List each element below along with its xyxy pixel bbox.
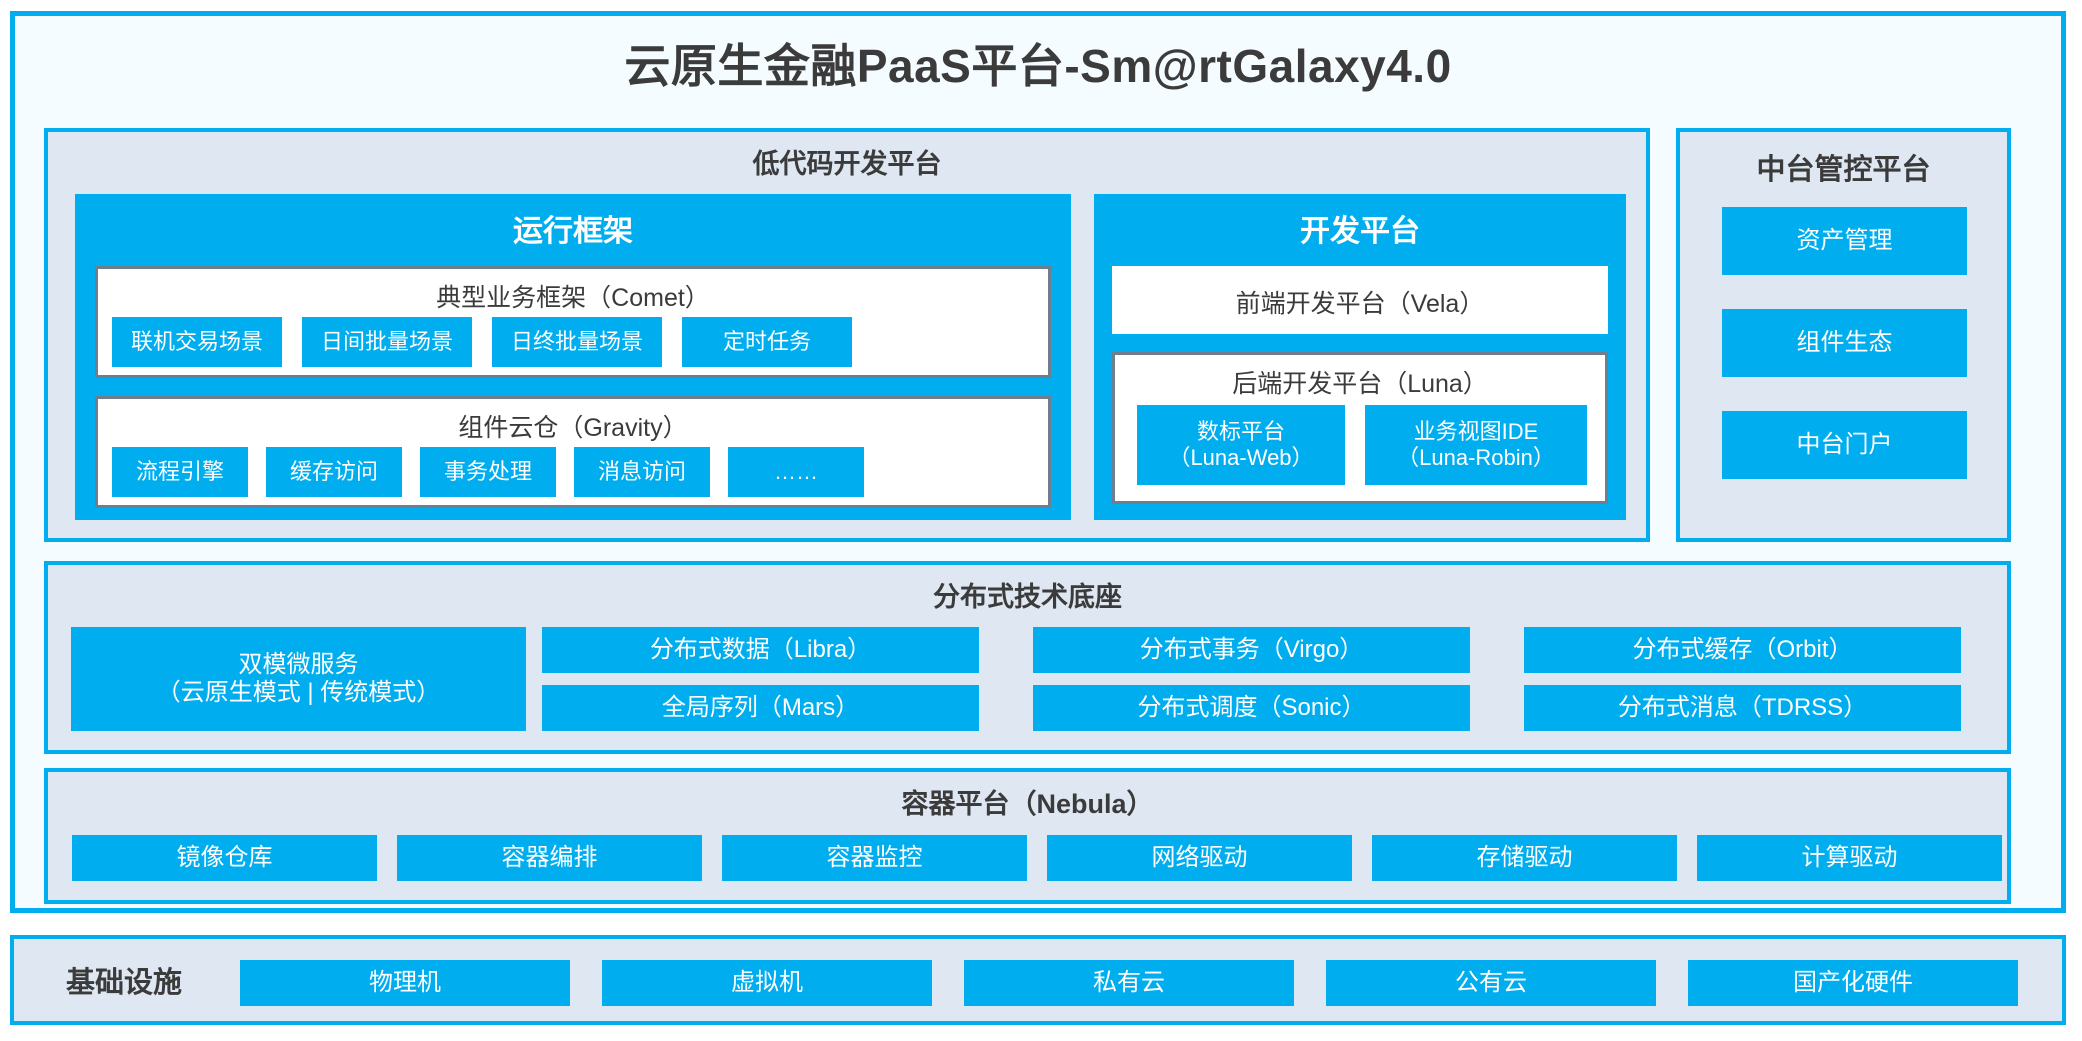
chip-virtual-machine[interactable]: 虚拟机 — [602, 960, 932, 1006]
chip-gravity-more[interactable]: …… — [728, 447, 864, 497]
card-comet: 典型业务框架（Comet） 联机交易场景 日间批量场景 日终批量场景 定时任务 — [95, 266, 1051, 378]
panel-lowcode-platform: 低代码开发平台 运行框架 典型业务框架（Comet） 联机交易场景 日间批量场景… — [44, 128, 1650, 542]
chip-comet-eod-batch[interactable]: 日终批量场景 — [492, 317, 662, 367]
chip-component-ecosystem[interactable]: 组件生态 — [1722, 309, 1967, 377]
card-vela: 前端开发平台（Vela） — [1112, 266, 1608, 334]
chip-dual-mode-microservice-line2: （云原生模式 | 传统模式） — [156, 679, 441, 706]
panel-container-platform: 容器平台（Nebula） 镜像仓库 容器编排 容器监控 网络驱动 存储驱动 计算… — [44, 768, 2011, 904]
card-luna: 后端开发平台（Luna） 数标平台 （Luna-Web） 业务视图IDE （Lu… — [1112, 352, 1608, 504]
chip-storage-driver[interactable]: 存储驱动 — [1372, 835, 1677, 881]
chip-gravity-transaction[interactable]: 事务处理 — [420, 447, 556, 497]
chip-comet-scheduled-task[interactable]: 定时任务 — [682, 317, 852, 367]
group-runtime-framework-title: 运行框架 — [513, 215, 633, 248]
chip-distributed-transaction-virgo[interactable]: 分布式事务（Virgo） — [1033, 627, 1470, 673]
chip-gravity-cache-access[interactable]: 缓存访问 — [266, 447, 402, 497]
chip-luna-web-line1: 数标平台 — [1196, 419, 1285, 445]
chip-distributed-schedule-sonic[interactable]: 分布式调度（Sonic） — [1033, 685, 1470, 731]
group-dev-platform-title: 开发平台 — [1300, 215, 1420, 248]
chip-distributed-message-tdrss[interactable]: 分布式消息（TDRSS） — [1524, 685, 1961, 731]
chip-distributed-data-libra[interactable]: 分布式数据（Libra） — [542, 627, 979, 673]
chip-asset-management[interactable]: 资产管理 — [1722, 207, 1967, 275]
infrastructure-bar: 基础设施 物理机 虚拟机 私有云 公有云 国产化硬件 — [10, 935, 2066, 1025]
card-vela-title: 前端开发平台（Vela） — [1235, 290, 1485, 318]
group-dev-platform: 开发平台 前端开发平台（Vela） 后端开发平台（Luna） 数标平台 （Lun… — [1094, 194, 1626, 520]
card-luna-title: 后端开发平台（Luna） — [1232, 370, 1488, 398]
chip-image-registry[interactable]: 镜像仓库 — [72, 835, 377, 881]
chip-luna-robin[interactable]: 业务视图IDE （Luna-Robin） — [1365, 405, 1587, 485]
chip-physical-machine[interactable]: 物理机 — [240, 960, 570, 1006]
chip-private-cloud[interactable]: 私有云 — [964, 960, 1294, 1006]
card-gravity-title: 组件云仓（Gravity） — [458, 414, 688, 442]
panel-distributed-title: 分布式技术底座 — [933, 582, 1122, 612]
card-gravity: 组件云仓（Gravity） 流程引擎 缓存访问 事务处理 消息访问 …… — [95, 396, 1051, 508]
chip-compute-driver[interactable]: 计算驱动 — [1697, 835, 2002, 881]
card-comet-title: 典型业务框架（Comet） — [436, 284, 710, 312]
chip-container-monitoring[interactable]: 容器监控 — [722, 835, 1027, 881]
panel-midoffice-platform: 中台管控平台 资产管理 组件生态 中台门户 — [1676, 128, 2011, 542]
chip-dual-mode-microservice-line1: 双模微服务 — [238, 650, 359, 678]
chip-gravity-process-engine[interactable]: 流程引擎 — [112, 447, 248, 497]
chip-global-sequence-mars[interactable]: 全局序列（Mars） — [542, 685, 979, 731]
panel-lowcode-title: 低代码开发平台 — [752, 149, 942, 179]
chip-dual-mode-microservice[interactable]: 双模微服务 （云原生模式 | 传统模式） — [71, 627, 526, 731]
chip-distributed-cache-orbit[interactable]: 分布式缓存（Orbit） — [1524, 627, 1961, 673]
chip-luna-robin-line1: 业务视图IDE — [1413, 419, 1539, 445]
chip-luna-web[interactable]: 数标平台 （Luna-Web） — [1137, 405, 1345, 485]
chip-gravity-message-access[interactable]: 消息访问 — [574, 447, 710, 497]
main-frame: 云原生金融PaaS平台-Sm@rtGalaxy4.0 低代码开发平台 运行框架 … — [10, 11, 2066, 913]
panel-container-title: 容器平台（Nebula） — [901, 789, 1154, 819]
chip-domestic-hardware[interactable]: 国产化硬件 — [1688, 960, 2018, 1006]
chip-network-driver[interactable]: 网络驱动 — [1047, 835, 1352, 881]
page-title: 云原生金融PaaS平台-Sm@rtGalaxy4.0 — [624, 40, 1452, 92]
chip-comet-online-trade[interactable]: 联机交易场景 — [112, 317, 282, 367]
chip-public-cloud[interactable]: 公有云 — [1326, 960, 1656, 1006]
chip-container-orchestration[interactable]: 容器编排 — [397, 835, 702, 881]
group-runtime-framework: 运行框架 典型业务框架（Comet） 联机交易场景 日间批量场景 日终批量场景 … — [75, 194, 1071, 520]
panel-distributed-foundation: 分布式技术底座 双模微服务 （云原生模式 | 传统模式） 分布式数据（Libra… — [44, 561, 2011, 754]
panel-midoffice-title: 中台管控平台 — [1756, 154, 1931, 186]
infrastructure-label: 基础设施 — [66, 967, 183, 999]
chip-luna-robin-line2: （Luna-Robin） — [1397, 445, 1555, 470]
chip-midoffice-portal[interactable]: 中台门户 — [1722, 411, 1967, 479]
chip-comet-intraday-batch[interactable]: 日间批量场景 — [302, 317, 472, 367]
chip-luna-web-line2: （Luna-Web） — [1168, 445, 1314, 470]
